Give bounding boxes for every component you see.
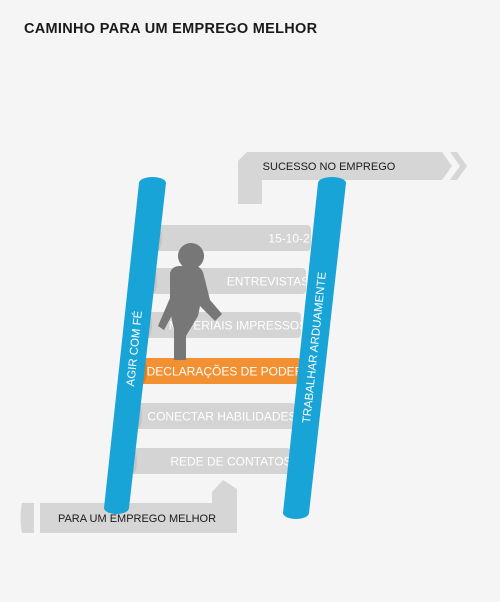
- rung-label: REDE DE CONTATOS: [170, 455, 291, 469]
- rung-label: DECLARAÇÕES DE PODER: [147, 364, 304, 379]
- bottom-sign-label: PARA UM EMPREGO MELHOR: [58, 513, 216, 525]
- left-rail: AGIR COM FÉ: [104, 177, 166, 514]
- person-climbing-icon: [158, 243, 222, 360]
- ladder-rung: 15-10-2: [152, 225, 311, 251]
- rung-bar: [134, 403, 296, 429]
- bottom-sign-arrow: [40, 480, 237, 533]
- rung-label: ENTREVISTAS: [227, 275, 309, 289]
- bottom-sign: PARA UM EMPREGO MELHOR: [20, 480, 237, 533]
- top-sign: SUCESSO NO EMPREGO: [238, 152, 467, 204]
- bottom-sign-tail: [20, 503, 34, 533]
- ladder-rung: CONECTAR HABILIDADES: [132, 403, 297, 429]
- top-sign-chevron-icon: [450, 152, 467, 180]
- rung-bar: [129, 448, 291, 474]
- top-sign-label: SUCESSO NO EMPREGO: [263, 161, 396, 173]
- ladder-rung: DECLARAÇÕES DE PODER: [137, 358, 304, 384]
- rung-label: 15-10-2: [268, 232, 310, 246]
- top-sign-arrow: [238, 152, 452, 204]
- rung-bar: [139, 358, 301, 384]
- page-title: CAMINHO PARA UM EMPREGO MELHOR: [24, 21, 318, 37]
- ladder-rung: REDE DE CONTATOS: [127, 448, 292, 474]
- rung-label: MATERIAIS IMPRESSOS: [169, 319, 307, 333]
- rung-label: CONECTAR HABILIDADES: [147, 410, 296, 424]
